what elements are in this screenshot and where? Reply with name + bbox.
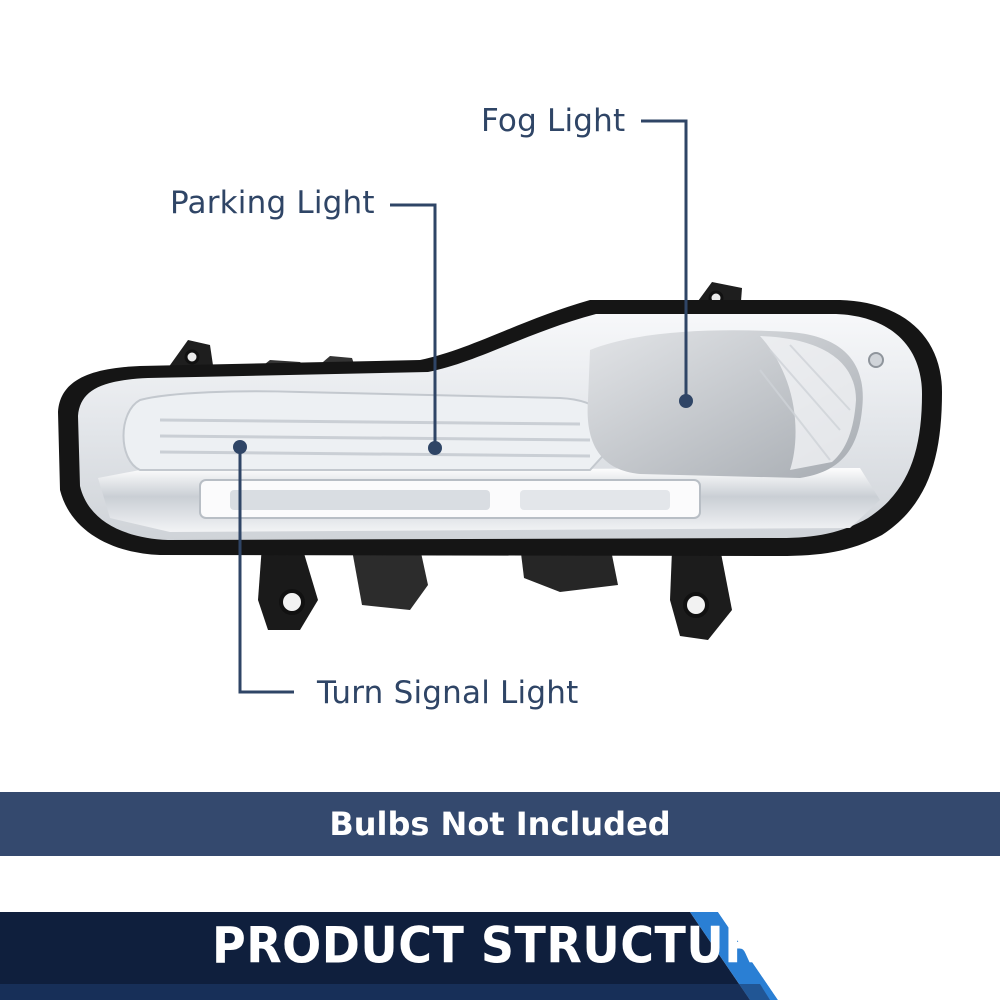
footer-title-bar bbox=[0, 912, 1000, 1000]
turn-signal-light-label: Turn Signal Light bbox=[317, 675, 579, 711]
fog-light-label: Fog Light bbox=[481, 103, 626, 139]
parking-light-dot bbox=[428, 441, 442, 455]
banner-text: Bulbs Not Included bbox=[329, 805, 671, 843]
fog-light-dot bbox=[679, 394, 693, 408]
turn-signal-dot bbox=[233, 440, 247, 454]
product-structure-title: PRODUCT STRUCTURE bbox=[212, 916, 793, 975]
turn-signal-leader-line bbox=[238, 447, 294, 694]
parking-light-label: Parking Light bbox=[170, 185, 375, 221]
fog-light-leader-line bbox=[641, 119, 688, 400]
bulbs-not-included-banner: Bulbs Not Included bbox=[0, 792, 1000, 856]
parking-light-leader-line bbox=[390, 203, 437, 448]
